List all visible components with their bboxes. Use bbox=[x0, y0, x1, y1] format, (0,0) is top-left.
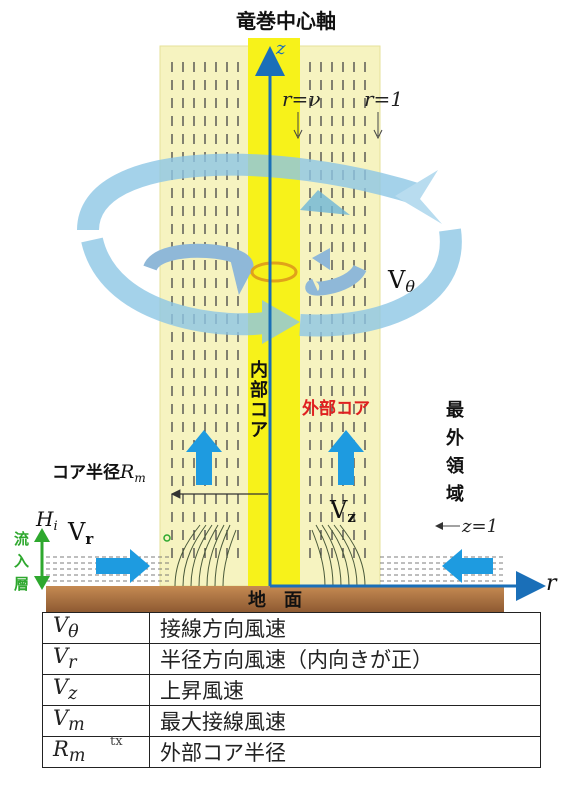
v-theta-label: Vθ bbox=[387, 266, 415, 296]
legend-description: 上昇風速 bbox=[149, 674, 541, 706]
ground-label: 地 面 bbox=[248, 589, 302, 611]
z-axis-label: z bbox=[275, 38, 286, 59]
svg-text:コ: コ bbox=[250, 400, 268, 421]
legend-symbol: Vz bbox=[42, 674, 150, 706]
svg-text:層: 層 bbox=[14, 575, 29, 593]
legend-row: Vθ 接線方向風速 bbox=[42, 612, 541, 644]
svg-text:流: 流 bbox=[14, 530, 29, 548]
legend-row: Vr 半径方向風速（内向きが正） bbox=[42, 643, 541, 675]
side-note: tx bbox=[110, 734, 123, 749]
outer-core-label: 外部コア bbox=[302, 398, 370, 419]
svg-text:ア: ア bbox=[250, 420, 268, 441]
z-one-label: z=1 bbox=[461, 516, 498, 537]
legend-description: 最大接線風速 bbox=[149, 705, 541, 737]
tornado-diagram: 竜巻中心軸 z r=ν r=1 Vθ 内 bbox=[14, 9, 558, 612]
legend-symbol: Vm bbox=[42, 705, 150, 737]
ground bbox=[46, 586, 504, 612]
svg-text:最: 最 bbox=[446, 400, 465, 421]
inflow-height-arrow bbox=[34, 528, 50, 590]
svg-text:領: 領 bbox=[446, 455, 465, 477]
vz-label: Vz bbox=[329, 496, 356, 526]
legend-symbol: Rm bbox=[42, 736, 150, 768]
r-nu-label: r=ν bbox=[282, 87, 320, 111]
svg-text:部: 部 bbox=[250, 379, 268, 401]
inner-core-label: 内 部 コ ア bbox=[250, 359, 268, 441]
r-one-label: r=1 bbox=[364, 87, 403, 111]
legend-symbol: Vr bbox=[42, 643, 150, 675]
svg-text:外: 外 bbox=[446, 427, 464, 449]
legend-row: Vm 最大接線風速 bbox=[42, 705, 541, 737]
legend-symbol: Vθ bbox=[42, 612, 150, 644]
legend-description: 半径方向風速（内向きが正） bbox=[149, 643, 541, 675]
legend-row: Rm 外部コア半径 bbox=[42, 736, 541, 768]
axis-title: 竜巻中心軸 bbox=[236, 9, 336, 33]
swirl-inner bbox=[143, 243, 367, 296]
core-radius-label: コア半径Rm bbox=[52, 461, 146, 485]
inflow-turning-texture bbox=[174, 524, 366, 587]
inflow-layer-label: 流 入 層 bbox=[14, 530, 29, 593]
r-axis-label: r bbox=[546, 571, 558, 596]
inflow-arrows bbox=[96, 549, 493, 583]
legend-table: Vθ 接線方向風速 Vr 半径方向風速（内向きが正） Vz 上昇風速 Vm 最大… bbox=[42, 612, 541, 768]
hi-label: Hi bbox=[35, 507, 58, 534]
swirl-outer bbox=[77, 153, 462, 344]
svg-text:内: 内 bbox=[250, 359, 268, 381]
legend-description: 接線方向風速 bbox=[149, 612, 541, 644]
vr-label: Vr bbox=[67, 518, 94, 548]
updraft-arrows bbox=[186, 430, 364, 485]
svg-text:入: 入 bbox=[14, 552, 29, 570]
outermost-region-label: 最 外 領 域 bbox=[446, 400, 465, 505]
legend-row: Vz 上昇風速 bbox=[42, 674, 541, 706]
svg-text:域: 域 bbox=[446, 483, 464, 505]
marker-dot bbox=[163, 534, 171, 542]
legend-description: 外部コア半径 bbox=[149, 736, 541, 768]
